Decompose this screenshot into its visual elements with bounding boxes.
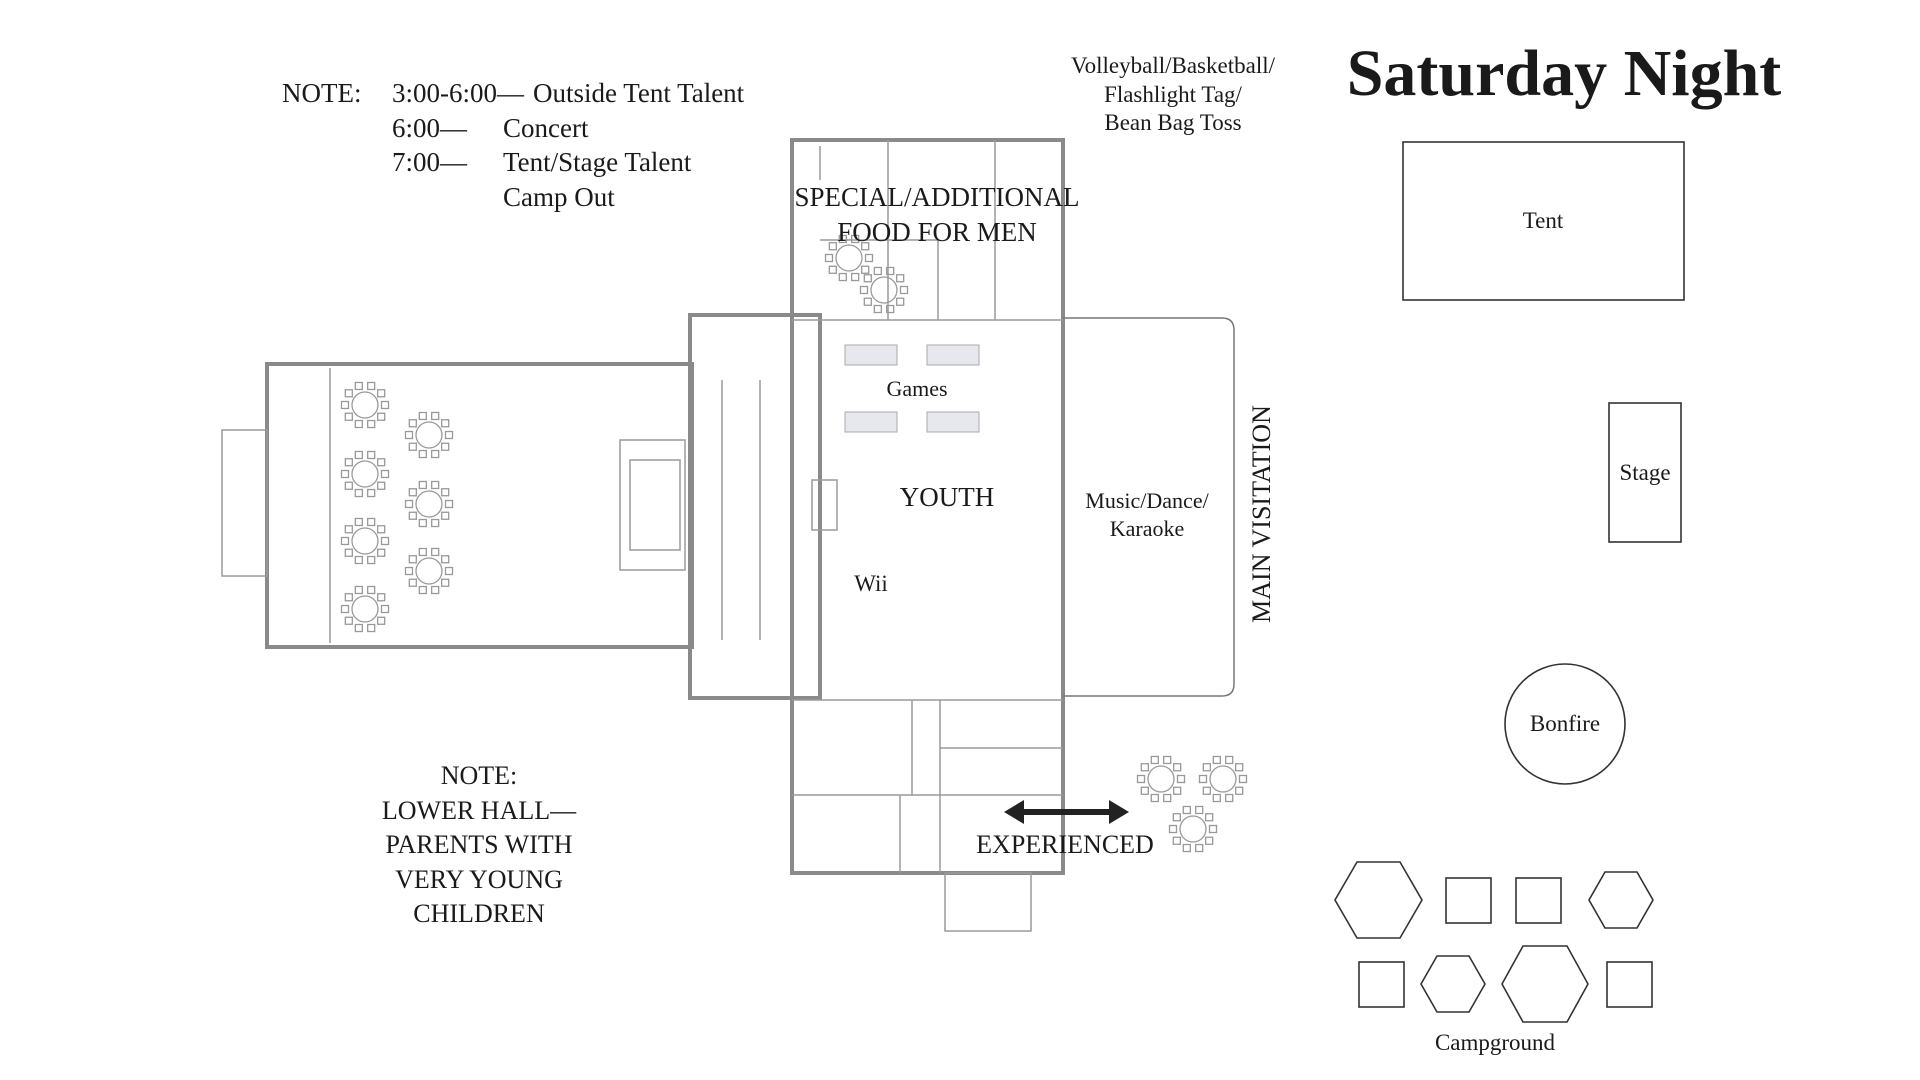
- middle-wing-wall: [688, 313, 822, 700]
- round-table: [340, 450, 390, 498]
- schedule-event: Tent/Stage Talent: [503, 147, 692, 177]
- campground: Campground: [1334, 861, 1654, 1055]
- note-line: LOWER HALL—: [382, 796, 577, 825]
- note-line: PARENTS WITH: [385, 830, 572, 859]
- building: [221, 138, 1065, 932]
- round-table: [1198, 755, 1248, 803]
- round-table: [404, 480, 454, 528]
- tent-label: Tent: [1523, 208, 1564, 233]
- campsite-square: [1515, 877, 1562, 924]
- schedule-time: 7:00—: [392, 147, 468, 177]
- note-line: NOTE:: [441, 761, 518, 790]
- campsite-hex: [1420, 955, 1486, 1013]
- round-table: [1168, 805, 1218, 853]
- stage-label: Stage: [1619, 460, 1670, 485]
- entry-porch: [221, 429, 268, 577]
- activity-line: Flashlight Tag/: [1104, 82, 1242, 107]
- schedule-event: Camp Out: [503, 182, 615, 212]
- schedule-event: Outside Tent Talent: [533, 78, 745, 108]
- youth-label: YOUTH: [900, 482, 995, 512]
- round-table: [404, 411, 454, 459]
- note-line: CHILDREN: [413, 899, 545, 928]
- campsite-hex: [1588, 871, 1654, 929]
- round-tables: [340, 234, 1248, 853]
- campsite-square: [1606, 961, 1653, 1008]
- bonfire-label: Bonfire: [1530, 711, 1600, 736]
- round-table: [340, 585, 390, 633]
- main-visitation-area: [1063, 317, 1235, 697]
- lower-hall-stage: [619, 439, 686, 571]
- campsite-square: [1358, 961, 1405, 1008]
- round-table: [340, 381, 390, 429]
- games-tables: [844, 344, 980, 433]
- campsite-hex: [1334, 861, 1423, 939]
- outdoor-activities: Volleyball/Basketball/ Flashlight Tag/ B…: [1071, 53, 1276, 135]
- music-label: Karaoke: [1110, 516, 1185, 541]
- schedule-time: 3:00-6:00—: [392, 78, 525, 108]
- schedule-time: 6:00—: [392, 113, 468, 143]
- schedule-note: NOTE: 3:00-6:00— Outside Tent Talent 6:0…: [282, 78, 745, 212]
- schedule-event: Concert: [503, 113, 589, 143]
- tent-area: [1402, 141, 1685, 301]
- page-title: Saturday Night: [1347, 37, 1782, 110]
- round-table: [824, 234, 874, 282]
- note-line: VERY YOUNG: [395, 865, 563, 894]
- round-table: [859, 266, 909, 314]
- schedule-note-label: NOTE:: [282, 78, 361, 108]
- campsite-hex: [1501, 945, 1589, 1023]
- activity-line: Volleyball/Basketball/: [1071, 53, 1276, 78]
- lower-hall-note: NOTE: LOWER HALL— PARENTS WITH VERY YOUN…: [382, 761, 577, 928]
- double-arrow-icon: [1004, 800, 1129, 824]
- special-food-label: FOOD FOR MEN: [837, 217, 1037, 247]
- round-table: [404, 547, 454, 595]
- stair-entry: [944, 872, 1032, 932]
- activity-line: Bean Bag Toss: [1104, 110, 1241, 135]
- campsite-square: [1445, 877, 1492, 924]
- main-visitation-label: MAIN VISITATION: [1247, 405, 1276, 623]
- music-label: Music/Dance/: [1085, 488, 1209, 513]
- campground-label: Campground: [1435, 1030, 1556, 1055]
- round-table: [1136, 755, 1186, 803]
- round-table: [340, 517, 390, 565]
- games-label: Games: [886, 376, 947, 401]
- bonfire-area: [1504, 663, 1626, 785]
- special-food-label: SPECIAL/ADDITIONAL: [795, 182, 1080, 212]
- fireplace: [811, 479, 838, 531]
- main-wing-wall: [790, 138, 1065, 875]
- stage-area: [1608, 402, 1682, 543]
- experienced-label: EXPERIENCED: [976, 830, 1154, 859]
- wii-label: Wii: [854, 571, 888, 596]
